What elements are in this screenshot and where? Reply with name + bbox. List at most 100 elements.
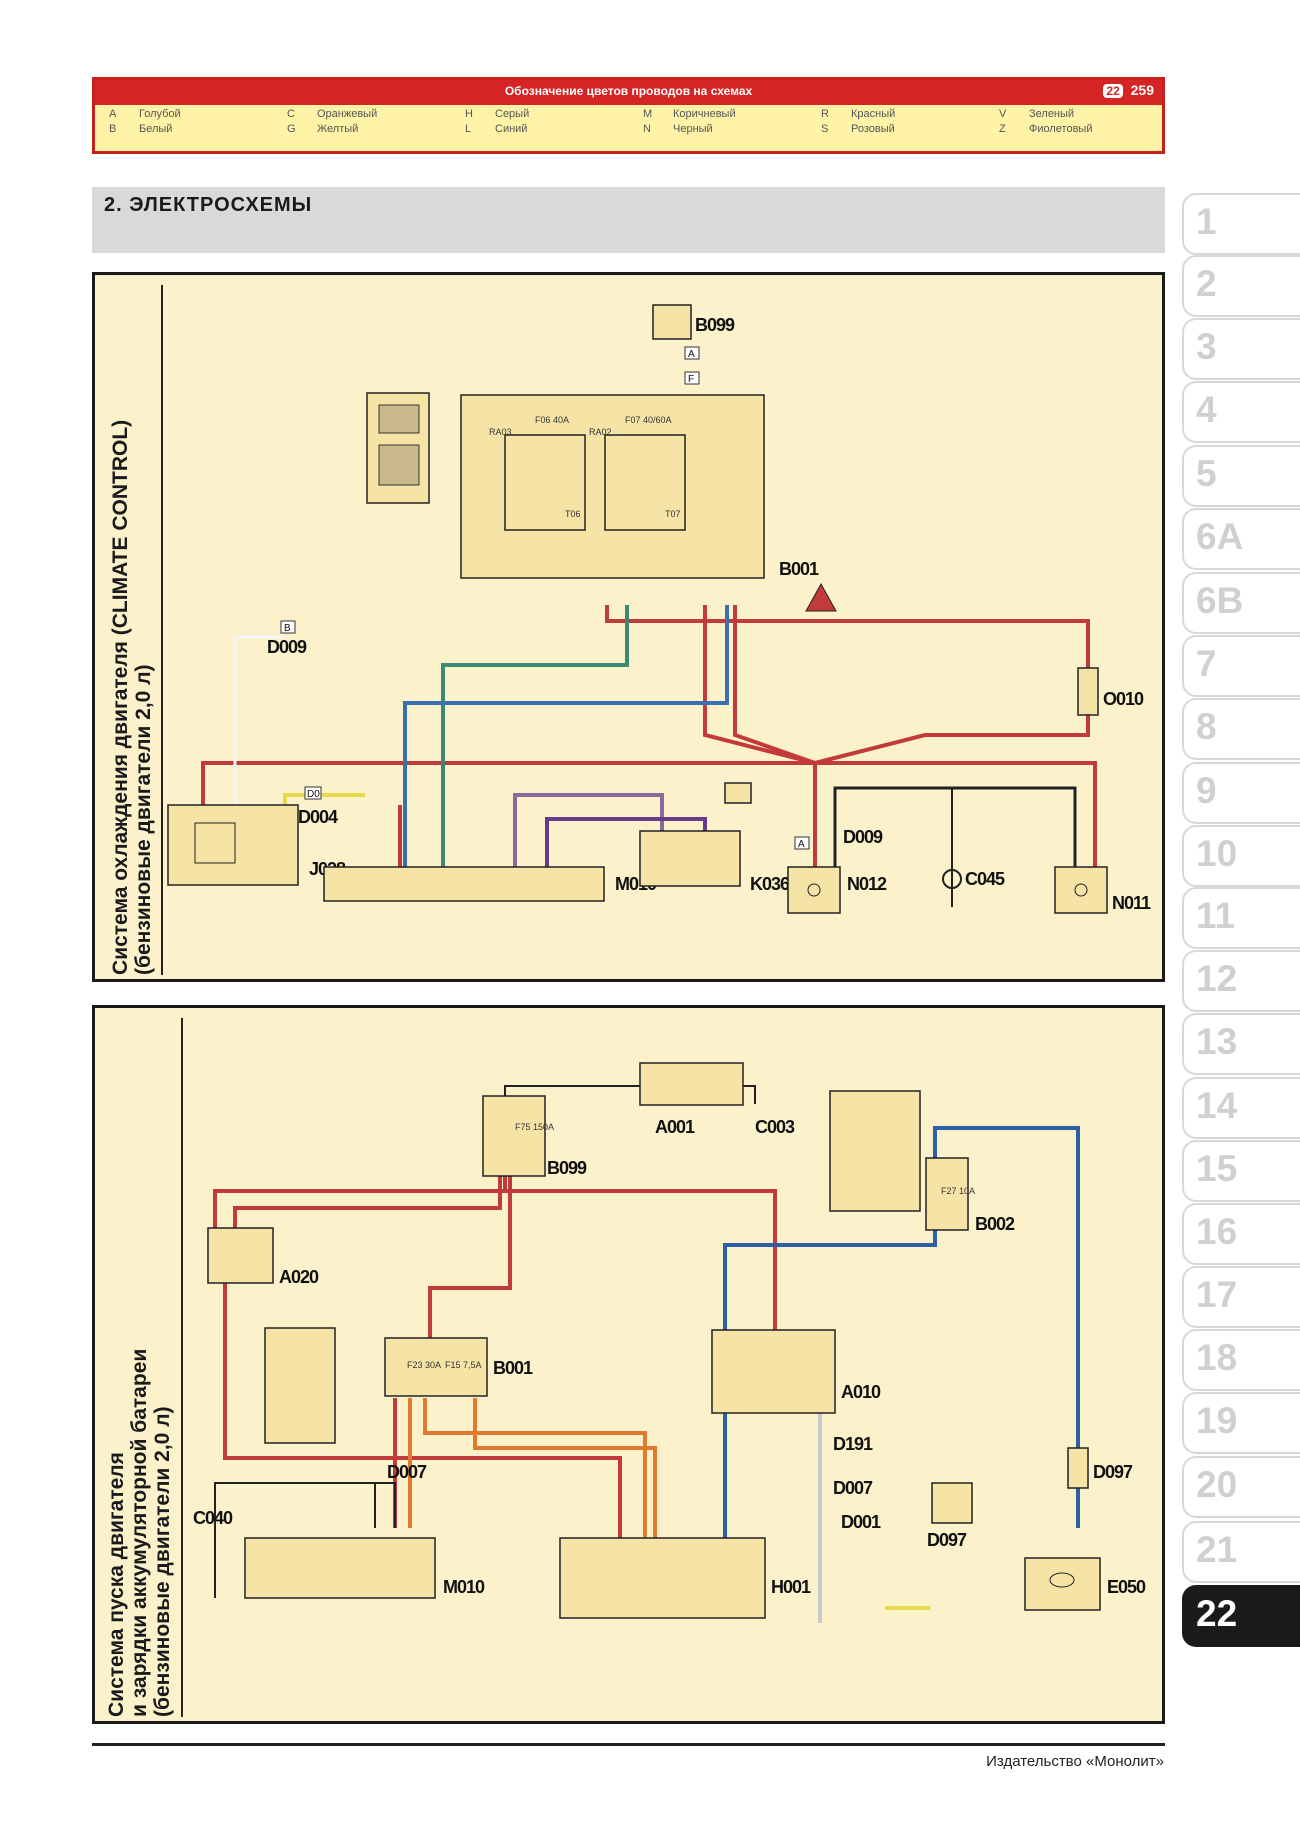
wire-blue: [933, 1126, 1080, 1528]
tab-chapter-8[interactable]: 8: [1182, 698, 1300, 760]
tab-label: 6A: [1196, 516, 1244, 557]
wire-red: [505, 1189, 777, 1330]
tab-label: 20: [1196, 1464, 1238, 1505]
sensor-inset: [724, 782, 752, 804]
tab-chapter-11[interactable]: 11: [1182, 887, 1300, 949]
ground-symbol: [805, 582, 837, 612]
svg-text:A: A: [688, 349, 695, 360]
tab-label: 1: [1196, 201, 1217, 242]
component-E050: [1024, 1557, 1101, 1611]
tab-chapter-4[interactable]: 4: [1182, 381, 1300, 443]
panel-divider: [181, 1018, 183, 1717]
component-B099: [652, 304, 692, 340]
svg-text:T06: T06: [565, 509, 581, 519]
svg-text:A: A: [798, 839, 805, 850]
tab-label: 8: [1196, 706, 1217, 747]
wire-red: [605, 605, 1090, 668]
tab-chapter-12[interactable]: 12: [1182, 950, 1300, 1012]
wire-orange: [473, 1398, 657, 1538]
tab-chapter-20[interactable]: 20: [1182, 1456, 1300, 1518]
tab-chapter-6a[interactable]: 6A: [1182, 508, 1300, 570]
svg-text:F75 150A: F75 150A: [515, 1122, 554, 1132]
svg-text:F27 10A: F27 10A: [941, 1186, 975, 1196]
tab-chapter-18[interactable]: 18: [1182, 1329, 1300, 1391]
tab-label: 7: [1196, 643, 1217, 684]
wire-violet: [545, 817, 707, 867]
tab-label: 5: [1196, 453, 1217, 494]
tab-label: 16: [1196, 1211, 1238, 1252]
tab-chapter-10[interactable]: 10: [1182, 825, 1300, 887]
tab-chapter-7[interactable]: 7: [1182, 635, 1300, 697]
tab-chapter-1[interactable]: 1: [1182, 193, 1300, 255]
component-M010: [244, 1537, 436, 1599]
tab-chapter-19[interactable]: 19: [1182, 1392, 1300, 1454]
tab-chapter-3[interactable]: 3: [1182, 318, 1300, 380]
section-title: 2. ЭЛЕКТРОСХЕМЫ: [104, 194, 313, 216]
svg-text:F15 7,5A: F15 7,5A: [445, 1360, 482, 1370]
tab-chapter-5[interactable]: 5: [1182, 445, 1300, 507]
tab-label: 17: [1196, 1274, 1238, 1315]
tab-chapter-9[interactable]: 9: [1182, 762, 1300, 824]
label-D009: D009: [267, 637, 307, 657]
wire-red: [233, 1176, 502, 1228]
legend-header-bar: Обозначение цветов проводов на схемах 22…: [95, 80, 1162, 105]
label-B099: B099: [695, 315, 735, 335]
component-O010: [1077, 667, 1099, 716]
label-A001: A001: [655, 1117, 695, 1137]
svg-text:T07: T07: [665, 509, 681, 519]
component-M010: [323, 866, 605, 902]
component-B099: [482, 1095, 546, 1177]
wire-black: [833, 786, 1077, 867]
tab-chapter-13[interactable]: 13: [1182, 1013, 1300, 1075]
tab-chapter-2[interactable]: 2: [1182, 255, 1300, 317]
tab-chapter-16[interactable]: 16: [1182, 1203, 1300, 1265]
component-H001: [559, 1537, 766, 1619]
component-N012: [787, 866, 841, 914]
component-A020: [207, 1227, 274, 1284]
label-A010: A010: [841, 1382, 881, 1402]
wire-red: [201, 761, 1097, 867]
tab-chapter-14[interactable]: 14: [1182, 1077, 1300, 1139]
label-C003: C003: [755, 1117, 795, 1137]
footer-rule: [92, 1743, 1165, 1746]
tab-chapter-21[interactable]: 21: [1182, 1521, 1300, 1583]
tab-label: 12: [1196, 958, 1238, 999]
label-D097: D097: [927, 1530, 967, 1550]
wire-red: [223, 1278, 622, 1538]
tab-chapter-15[interactable]: 15: [1182, 1140, 1300, 1202]
tab-label: 21: [1196, 1529, 1238, 1570]
tab-chapter-17[interactable]: 17: [1182, 1266, 1300, 1328]
svg-text:F07 40/60A: F07 40/60A: [625, 415, 672, 425]
label-K036: K036: [750, 874, 790, 894]
wire-black: [743, 1085, 756, 1104]
tab-chapter-6b[interactable]: 6B: [1182, 572, 1300, 634]
tab-label: 18: [1196, 1337, 1238, 1378]
fusebox-inset: [829, 1090, 921, 1212]
chapter-badge: 22: [1103, 84, 1123, 98]
wire-orange: [423, 1398, 647, 1538]
wiring-diagram-2: A001 C003 F75 150A B099 F27 10A B002 A02…: [193, 1062, 1147, 1623]
label-M010: M010: [443, 1577, 485, 1597]
label-D007: D007: [387, 1462, 427, 1482]
tab-label: 15: [1196, 1148, 1238, 1189]
component-J028: [167, 804, 299, 886]
label-D191: D191: [833, 1434, 873, 1454]
label-D001: D001: [841, 1512, 881, 1532]
component-D097: [1067, 1447, 1089, 1489]
tab-label: 19: [1196, 1400, 1238, 1441]
label-A020: A020: [279, 1267, 319, 1287]
tab-chapter-22[interactable]: 22: [1182, 1585, 1300, 1647]
wire-blue: [403, 605, 729, 867]
diagram-cooling-system: Система охлаждения двигателя (CLIMATE CO…: [92, 272, 1165, 982]
svg-text:B: B: [284, 623, 291, 634]
wire-black: [504, 1085, 640, 1096]
label-D007-b: D007: [833, 1478, 873, 1498]
